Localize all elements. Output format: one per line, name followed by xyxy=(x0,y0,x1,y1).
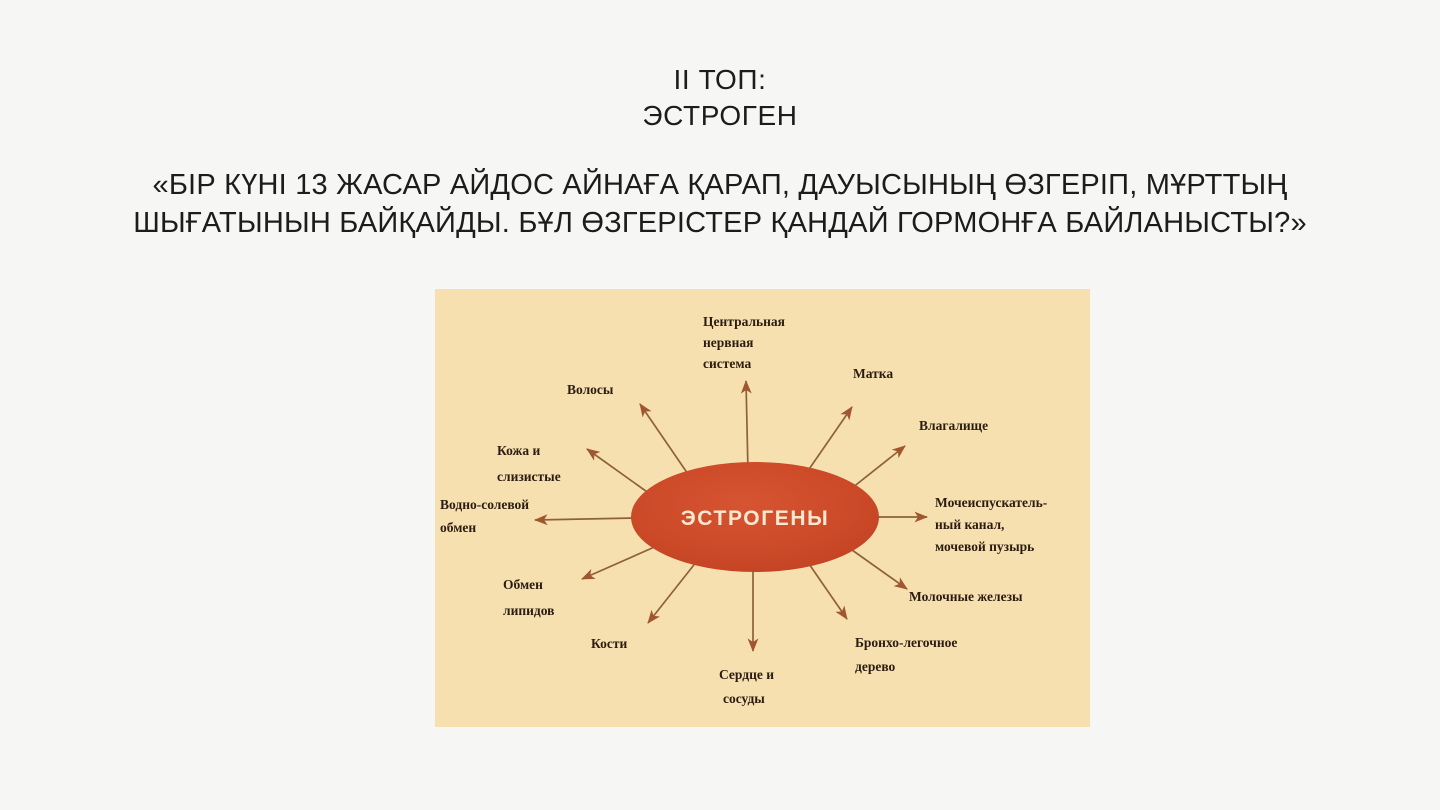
label-bones: Кости xyxy=(591,636,627,651)
arrow-to-skin xyxy=(586,448,658,500)
label-cns-line1: Центральная xyxy=(703,314,785,329)
label-vagina: Влагалище xyxy=(919,418,988,433)
center-node-ellipse xyxy=(631,462,879,572)
label-heart-line2: сосуды xyxy=(723,691,765,706)
label-uterus: Матка xyxy=(853,366,893,381)
label-bronchi-line1: Бронхо-легочное xyxy=(855,635,957,650)
arrow-to-bronchi xyxy=(806,560,848,620)
label-hair: Волосы xyxy=(567,382,614,397)
label-bronchi-line2: дерево xyxy=(855,659,896,674)
arrow-to-bones xyxy=(647,560,698,624)
center-node-label: ЭСТРОГЕНЫ xyxy=(681,507,830,530)
arrow-to-vagina xyxy=(846,445,906,493)
label-water-salt-line1: Водно-солевой xyxy=(440,497,529,512)
estrogen-diagram-image: ЭСТРОГЕНЫ Центральная нервная система Во… xyxy=(435,289,1090,727)
label-heart-line1: Сердце и xyxy=(719,667,774,682)
arrow-to-water-salt xyxy=(533,514,636,526)
label-urinary-line1: Мочеиспускатель- xyxy=(935,495,1047,510)
arrow-to-uterus xyxy=(804,406,853,476)
arrow-to-cns xyxy=(740,379,752,473)
estrogen-radial-diagram: ЭСТРОГЕНЫ Центральная нервная система Во… xyxy=(435,289,1090,727)
arrow-group xyxy=(533,379,929,653)
question-text: «БІР КҮНІ 13 ЖАСАР АЙДОС АЙНАҒА ҚАРАП, Д… xyxy=(133,169,1307,239)
page-title: II ТОП: ЭСТРОГЕН xyxy=(0,62,1440,134)
label-lipids-line1: Обмен xyxy=(503,577,543,592)
label-skin-line2: слизистые xyxy=(497,469,561,484)
title-line-1: II ТОП: xyxy=(673,64,767,95)
arrow-to-lipids xyxy=(581,544,660,580)
arrow-to-breast xyxy=(844,544,908,590)
label-urinary-line2: ный канал, xyxy=(935,517,1004,532)
label-breast: Молочные железы xyxy=(909,589,1023,604)
label-cns-line2: нервная xyxy=(703,335,753,350)
question-block: «БІР КҮНІ 13 ЖАСАР АЙДОС АЙНАҒА ҚАРАП, Д… xyxy=(110,166,1330,242)
label-urinary-line3: мочевой пузырь xyxy=(935,539,1034,554)
label-lipids-line2: липидов xyxy=(503,603,554,618)
label-cns-line3: система xyxy=(703,356,751,371)
label-group: Центральная нервная система Волосы Кожа … xyxy=(440,314,1047,706)
label-skin-line1: Кожа и xyxy=(497,443,540,458)
arrow-to-hair xyxy=(639,403,691,478)
label-water-salt-line2: обмен xyxy=(440,520,476,535)
title-line-2: ЭСТРОГЕН xyxy=(642,100,798,131)
